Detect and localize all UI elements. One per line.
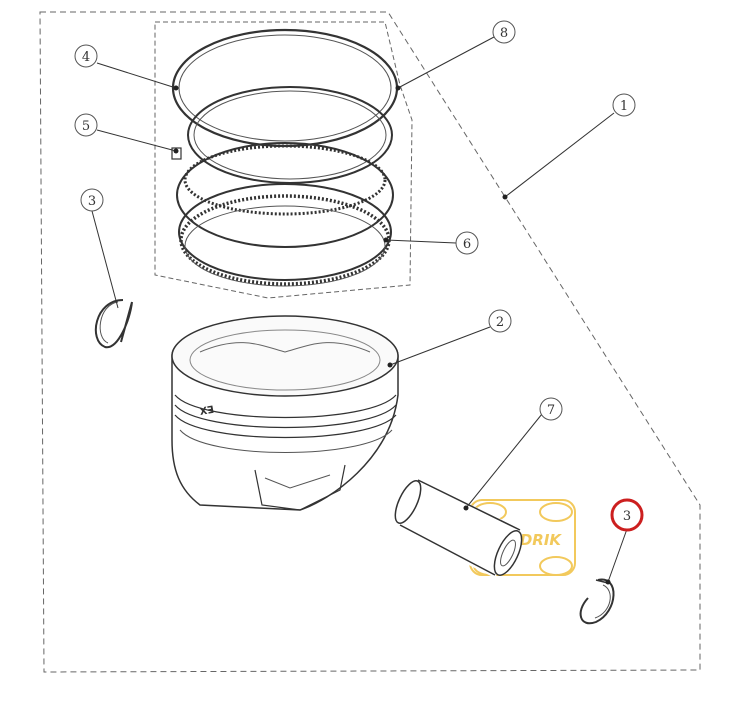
callout-1[interactable]: 1 [612,93,636,117]
callout-2[interactable]: 2 [488,309,512,333]
second-compression-ring [187,86,393,184]
kit-boundary [39,11,701,673]
oil-ring-expander [178,183,392,287]
callout-6[interactable]: 6 [455,231,479,255]
leader-dots [173,85,611,585]
callout-8-label: 8 [500,26,508,41]
callout-8[interactable]: 8 [492,20,516,44]
callout-3-right-label: 3 [623,509,631,524]
callout-7-label: 7 [547,403,555,418]
piston-pin [394,479,523,578]
circlip-left [94,299,133,349]
callout-5[interactable]: 5 [74,113,98,137]
piston: EX [171,315,399,511]
callout-6-label: 6 [463,237,471,252]
callout-4-label: 4 [82,50,90,65]
svg-text:EX: EX [198,402,215,415]
callout-5-label: 5 [82,119,90,134]
callout-4[interactable]: 4 [74,44,98,68]
callout-3-left-label: 3 [88,194,96,209]
callout-1-label: 1 [620,99,628,114]
callout-3-left[interactable]: 3 [80,188,104,212]
ring-set-boundary [154,21,413,299]
circlip-right [579,578,615,625]
callout-2-label: 2 [496,315,504,330]
oil-ring-upper [171,142,394,248]
callout-7[interactable]: 7 [539,397,563,421]
callout-3-right-highlighted[interactable]: 3 [610,498,644,532]
leader-lines [91,36,628,583]
